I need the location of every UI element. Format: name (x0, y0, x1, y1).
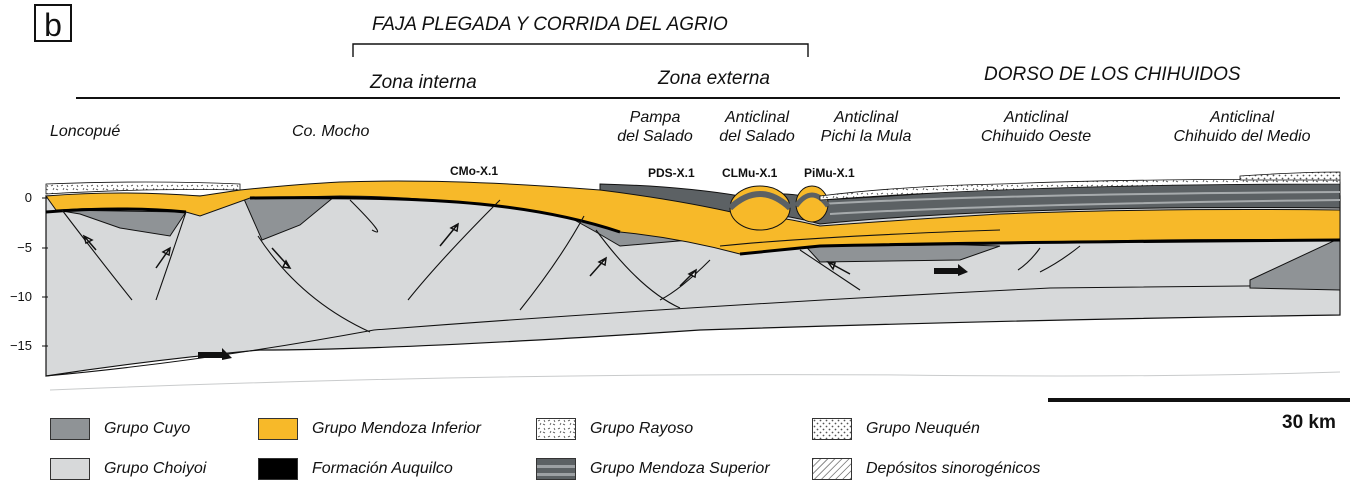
unit-rayoso (819, 179, 1341, 201)
belt-title: FAJA PLEGADA Y CORRIDA DEL AGRIO (372, 14, 728, 35)
legend-swatch-mendoza-superior (536, 458, 576, 480)
well-pimu: PiMu-X.1 (804, 166, 855, 180)
legend-swatch-neuquen (812, 418, 852, 440)
unit-sinorogenicos (45, 181, 241, 195)
depth-axis (42, 197, 48, 347)
legend-swatch-mendoza-inferior (258, 418, 298, 440)
well-pds: PDS-X.1 (648, 166, 695, 180)
transport-arrows (198, 264, 968, 360)
legend-swatch-cuyo (50, 418, 90, 440)
faults (61, 199, 1081, 333)
depth-tick-10: −10 (9, 289, 32, 304)
legend-label-mendoza-superior: Grupo Mendoza Superior (590, 460, 770, 477)
outer-zone-label: Zona externa (658, 68, 770, 89)
scale-bar-label: 30 km (1282, 412, 1336, 433)
legend-label-sinorogenicos: Depósitos sinorogénicos (866, 460, 1041, 477)
legend-label-cuyo: Grupo Cuyo (104, 420, 191, 437)
unit-neuquen (1239, 171, 1341, 181)
legend-swatch-rayoso (536, 418, 576, 440)
legend-label-neuquen: Grupo Neuquén (866, 420, 980, 437)
depth-tick-0: 0 (24, 190, 32, 205)
well-clmu: CLMu-X.1 (722, 166, 778, 180)
depth-tick-15: −15 (9, 338, 32, 353)
well-cmo: CMo-X.1 (450, 164, 498, 178)
legend-swatch-auquilco (258, 458, 298, 480)
dorso-label: DORSO DE LOS CHIHUIDOS (984, 64, 1241, 85)
legend-label-rayoso: Grupo Rayoso (590, 420, 694, 437)
panel-label: b (34, 4, 72, 43)
legend-swatch-choiyoi (50, 458, 90, 480)
basal-detachment (45, 284, 1341, 377)
inner-zone-label: Zona interna (370, 72, 477, 93)
belt-bracket (352, 43, 809, 57)
depth-tick-5: −5 (17, 240, 32, 255)
locality-loncopue: Loncopué (50, 123, 121, 140)
locality-co-mocho: Co. Mocho (292, 123, 370, 140)
slip-arrows (82, 222, 851, 287)
legend-label-choiyoi: Grupo Choiyoi (104, 460, 207, 477)
anticline-cores (727, 185, 831, 231)
legend-swatch-sinorogenicos (812, 458, 852, 480)
legend-label-auquilco: Formación Auquilco (312, 460, 453, 477)
legend-label-mendoza-inferior: Grupo Mendoza Inferior (312, 420, 481, 437)
